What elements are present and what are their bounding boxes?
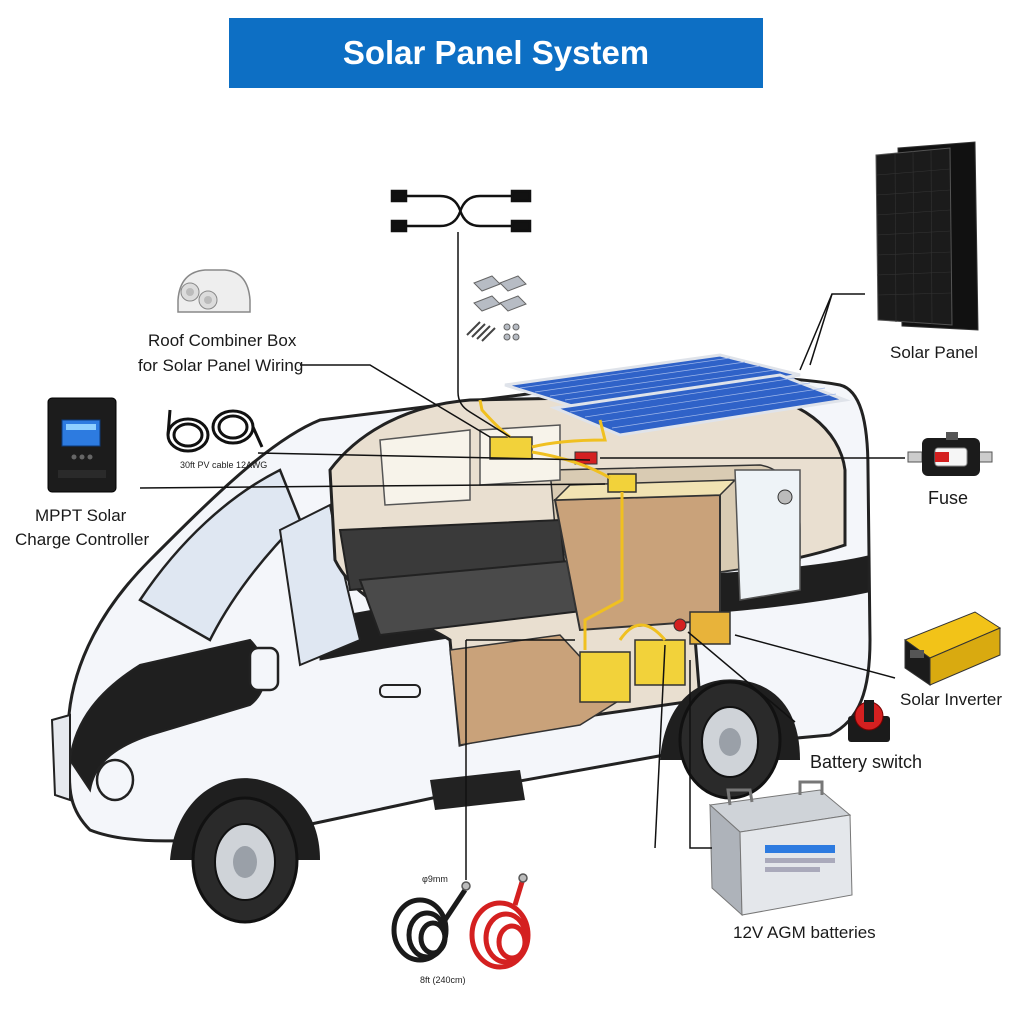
roof-combiner-label: Roof Combiner Box xyxy=(148,331,297,350)
pv-cable-caption: 30ft PV cable 12AWG xyxy=(180,460,268,470)
page-title: Solar Panel System xyxy=(342,34,650,71)
cable-length-caption: 8ft (240cm) xyxy=(420,975,466,985)
pv-cable-icon xyxy=(166,409,264,453)
solar-panel-label: Solar Panel xyxy=(890,343,978,362)
leader-lines xyxy=(139,232,905,880)
solar-panel-icon xyxy=(875,141,979,331)
roof-solar-panels xyxy=(504,353,851,437)
fuse-label: Fuse xyxy=(928,488,969,508)
solar-inverter-label: Solar Inverter xyxy=(900,690,1003,709)
battery-switch-label: Battery switch xyxy=(810,752,923,772)
charge-controller-icon xyxy=(47,397,117,493)
fuse-icon xyxy=(907,432,993,476)
roof-combiner-label-line2: for Solar Panel Wiring xyxy=(138,356,304,375)
mppt-label: MPPT Solar xyxy=(35,506,127,525)
y-connector-icon xyxy=(390,189,532,233)
battery-cable-icon xyxy=(391,873,531,970)
van-components xyxy=(478,399,731,703)
agm-battery-icon xyxy=(708,780,853,917)
combiner-box-icon xyxy=(177,269,251,313)
inverter-icon xyxy=(903,611,1002,686)
van-illustration xyxy=(50,376,872,924)
battery-switch-icon xyxy=(848,700,890,742)
mppt-label-line2: Charge Controller xyxy=(15,530,150,549)
lug-size-caption: φ9mm xyxy=(422,874,448,884)
title-banner: Solar Panel System xyxy=(229,18,763,88)
agm-batteries-label: 12V AGM batteries xyxy=(733,923,876,942)
mounting-bracket-icon xyxy=(466,275,527,342)
